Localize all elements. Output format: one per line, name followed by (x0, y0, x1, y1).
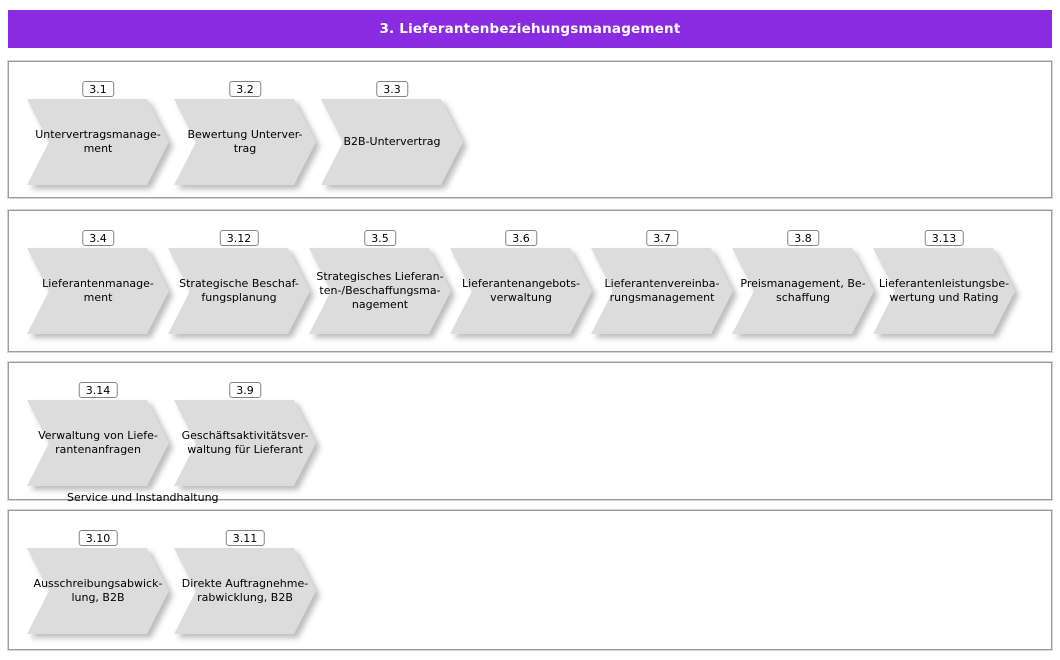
chevron-shadow (174, 99, 316, 185)
chevron-shadow (174, 548, 316, 634)
chevron-shape[interactable] (591, 248, 733, 334)
process-step-3-12: 3.12 Strategische Beschaf- fungsplanung (168, 230, 310, 335)
chevron-shape[interactable] (27, 400, 169, 486)
process-step-3-2: 3.2 Bewertung Unterver- trag (174, 81, 316, 186)
group-box-row-2: 3.4 Lieferantenmanage- ment 3.12 Strateg… (7, 209, 1053, 353)
page-title: 3. Lieferantenbeziehungsmanagement (379, 21, 681, 37)
step-number-badge: 3.5 (364, 230, 396, 246)
step-number-badge: 3.13 (924, 230, 964, 246)
process-step-3-4: 3.4 Lieferantenmanage- ment (27, 230, 169, 335)
process-step-3-11: 3.11 Direkte Auftragnehme- rabwicklung, … (174, 530, 316, 635)
chevron-shadow (174, 400, 316, 486)
chevron-shadow (873, 248, 1015, 334)
chevron-shape[interactable] (732, 248, 874, 334)
step-number-badge: 3.3 (376, 81, 408, 97)
group-footer-label: Service und Instandhaltung (67, 491, 219, 504)
chevron-shape[interactable] (27, 248, 169, 334)
chevron-shadow (450, 248, 592, 334)
chevron-shape[interactable] (174, 400, 316, 486)
chevron-shadow (591, 248, 733, 334)
step-number-badge: 3.11 (225, 530, 265, 546)
chevron-shape[interactable] (450, 248, 592, 334)
process-step-3-7: 3.7 Lieferantenvereinba- rungsmanagement (591, 230, 733, 335)
chevron-shadow (27, 248, 169, 334)
chevron-shape[interactable] (174, 548, 316, 634)
step-number-badge: 3.8 (787, 230, 819, 246)
chevron-shadow (168, 248, 310, 334)
process-step-3-13: 3.13 Lieferantenleistungsbe- wertung und… (873, 230, 1015, 335)
group-box-row-4: 3.10 Ausschreibungsabwick- lung, B2B 3.1… (7, 509, 1053, 651)
step-number-badge: 3.4 (82, 230, 114, 246)
header-bar: 3. Lieferantenbeziehungsmanagement (8, 10, 1052, 48)
chevron-shape[interactable] (321, 99, 463, 185)
group-box-row-3: 3.14 Verwaltung von Liefe- rantenanfrage… (7, 361, 1053, 504)
step-number-badge: 3.7 (646, 230, 678, 246)
chevron-shape[interactable] (174, 99, 316, 185)
process-step-3-10: 3.10 Ausschreibungsabwick- lung, B2B (27, 530, 169, 635)
process-step-3-1: 3.1 Untervertragsmanage- ment (27, 81, 169, 186)
chevron-shape[interactable] (27, 548, 169, 634)
chevron-shape[interactable] (873, 248, 1015, 334)
process-step-3-3: 3.3 B2B-Untervertrag (321, 81, 463, 186)
process-step-3-9: 3.9 Geschäftsaktivitätsver- waltung für … (174, 382, 316, 487)
chevron-shape[interactable] (27, 99, 169, 185)
process-step-3-6: 3.6 Lieferantenangebots- verwaltung (450, 230, 592, 335)
chevron-shape[interactable] (309, 248, 451, 334)
step-number-badge: 3.6 (505, 230, 537, 246)
process-step-3-8: 3.8 Preismanagement, Be- schaffung (732, 230, 874, 335)
step-number-badge: 3.12 (219, 230, 259, 246)
group-box-row-1: 3.1 Untervertragsmanage- ment 3.2 Bewert… (7, 60, 1053, 199)
chevron-shadow (732, 248, 874, 334)
chevron-shadow (27, 400, 169, 486)
process-step-3-14: 3.14 Verwaltung von Liefe- rantenanfrage… (27, 382, 169, 487)
chevron-shadow (321, 99, 463, 185)
chevron-shadow (309, 248, 451, 334)
step-number-badge: 3.10 (78, 530, 118, 546)
step-number-badge: 3.9 (229, 382, 261, 398)
chevron-shadow (27, 548, 169, 634)
process-step-3-5: 3.5 Strategisches Lieferan- ten-/Beschaf… (309, 230, 451, 335)
step-number-badge: 3.14 (78, 382, 118, 398)
step-number-badge: 3.1 (82, 81, 114, 97)
chevron-shape[interactable] (168, 248, 310, 334)
step-number-badge: 3.2 (229, 81, 261, 97)
chevron-shadow (27, 99, 169, 185)
